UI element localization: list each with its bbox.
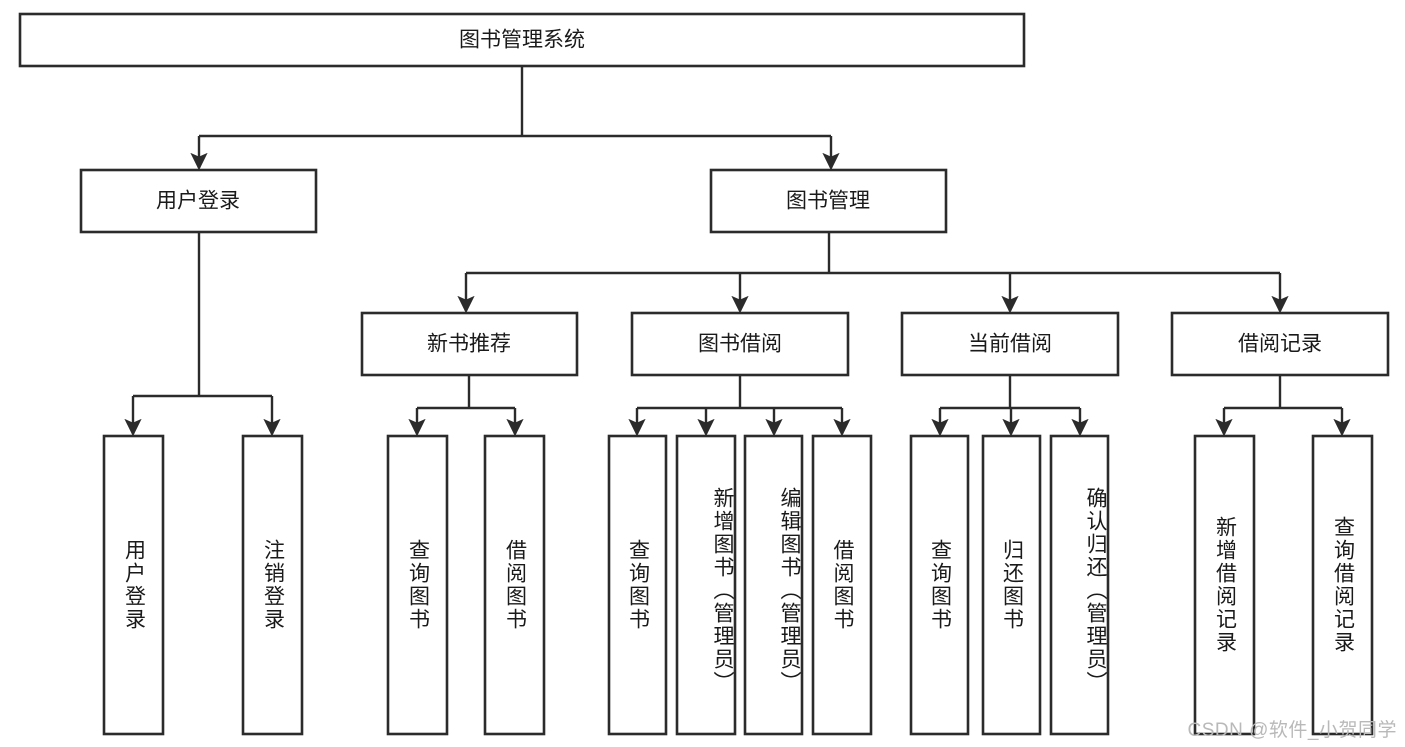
leaf-rect-record-query[interactable] (1311, 434, 1374, 736)
node-borrow-record[interactable]: 借阅记录 (1170, 311, 1390, 377)
leaf-rect-group (102, 434, 1374, 736)
node-new-book-recommend-label: 新书推荐 (427, 333, 511, 356)
node-borrow-record-label: 借阅记录 (1238, 333, 1322, 356)
edge-group-book-borrow (628, 375, 851, 437)
node-user-login-label: 用户登录 (156, 190, 240, 213)
leaf-rect-record-add[interactable] (1193, 434, 1256, 736)
edge-group-root (190, 66, 840, 171)
node-root-label: 图书管理系统 (459, 29, 585, 52)
leaf-rect-borrow-borrow[interactable] (811, 434, 873, 736)
leaf-rect-current-query[interactable] (909, 434, 970, 736)
node-root[interactable]: 图书管理系统 (18, 12, 1026, 68)
node-book-management[interactable]: 图书管理 (709, 168, 948, 234)
node-root-rect[interactable] (18, 12, 1026, 68)
edge-group-user-login (124, 232, 281, 437)
node-book-borrow-label: 图书借阅 (698, 333, 782, 356)
node-borrow-record-rect[interactable] (1170, 311, 1390, 377)
edge-group-new-book (408, 375, 524, 437)
node-book-borrow[interactable]: 图书借阅 (630, 311, 850, 377)
node-current-borrow-rect[interactable] (900, 311, 1120, 377)
node-new-book-recommend[interactable]: 新书推荐 (360, 311, 579, 377)
node-book-management-rect[interactable] (709, 168, 948, 234)
leaf-rect-current-return[interactable] (981, 434, 1042, 736)
node-user-login-rect[interactable] (79, 168, 318, 234)
leaf-rect-user-login[interactable] (102, 434, 165, 736)
node-user-login[interactable]: 用户登录 (79, 168, 318, 234)
leaf-rect-current-confirm[interactable] (1049, 434, 1110, 736)
leaf-rect-newbook-borrow[interactable] (483, 434, 546, 736)
node-current-borrow[interactable]: 当前借阅 (900, 311, 1120, 377)
edge-group-current-borrow (931, 375, 1089, 437)
node-book-management-label: 图书管理 (786, 190, 870, 213)
node-new-book-recommend-rect[interactable] (360, 311, 579, 377)
edge-group-borrow-record (1215, 375, 1351, 437)
edge-group-book-mgmt (457, 232, 1289, 314)
watermark-text: CSDN @软件_小贺同学 (1187, 720, 1397, 741)
leaf-rect-newbook-query[interactable] (386, 434, 449, 736)
node-current-borrow-label: 当前借阅 (968, 333, 1052, 356)
leaf-rect-borrow-add[interactable] (675, 434, 737, 736)
leaf-rect-user-logout[interactable] (241, 434, 304, 736)
leaf-rect-borrow-edit[interactable] (743, 434, 804, 736)
leaf-rect-borrow-query[interactable] (607, 434, 668, 736)
node-book-borrow-rect[interactable] (630, 311, 850, 377)
